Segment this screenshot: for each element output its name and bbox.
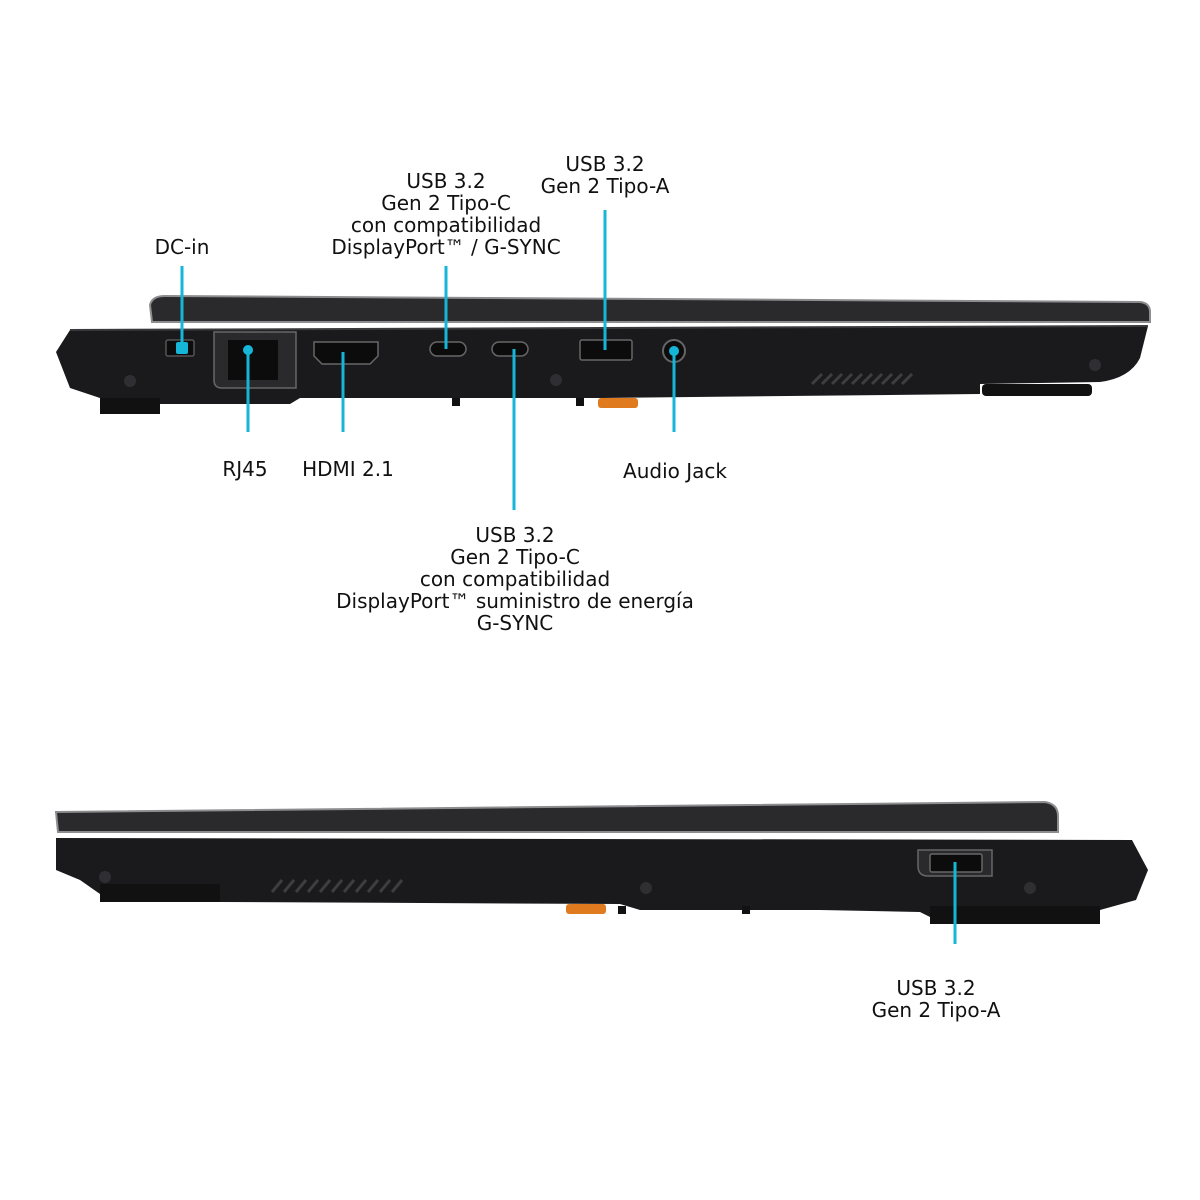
label-line: DisplayPort™ / G-SYNC <box>331 235 561 259</box>
label-line: USB 3.2 <box>896 976 976 1000</box>
label-line: DisplayPort™ suministro de energía <box>336 589 694 613</box>
label-line: con compatibilidad <box>350 213 542 237</box>
lid <box>54 800 1059 833</box>
screw <box>550 374 562 386</box>
label-line: RJ45 <box>222 457 268 481</box>
label-line: G-SYNC <box>476 611 554 635</box>
label-line: Gen 2 Tipo-C <box>381 191 511 215</box>
label-line: Gen 2 Tipo-A <box>871 998 1001 1022</box>
label-line: USB 3.2 <box>406 169 486 193</box>
screw <box>124 375 136 387</box>
foot-peg-1 <box>618 906 626 914</box>
screw <box>640 882 652 894</box>
foot-right <box>982 384 1092 396</box>
label-line: USB 3.2 <box>475 523 555 547</box>
foot-left <box>100 398 160 414</box>
callout-lines <box>176 210 679 510</box>
foot-left <box>100 884 220 902</box>
label-line: Gen 2 Tipo-A <box>540 174 670 198</box>
usb-c-port-1 <box>429 341 467 357</box>
label-audio-jack: Audio Jack <box>605 460 745 482</box>
rj45-socket <box>228 340 278 380</box>
hinge-accent <box>566 904 606 914</box>
chassis <box>56 838 1148 922</box>
label-hdmi: HDMI 2.1 <box>288 458 408 480</box>
foot-peg-2 <box>576 398 584 406</box>
vent <box>810 372 914 386</box>
label-line: HDMI 2.1 <box>302 457 394 481</box>
screw <box>1024 882 1036 894</box>
screw <box>1089 359 1101 371</box>
vent <box>270 879 404 893</box>
screw <box>99 871 111 883</box>
label-line: Audio Jack <box>623 459 727 483</box>
lid <box>148 294 1151 323</box>
label-line: DC-in <box>154 235 210 259</box>
label-dc-in: DC-in <box>132 236 232 258</box>
hinge-accent <box>598 398 638 408</box>
hdmi-port <box>313 341 379 365</box>
foot-peg-2 <box>742 906 750 914</box>
label-rj45: RJ45 <box>195 458 295 480</box>
foot-peg-1 <box>452 398 460 406</box>
label-line: con compatibilidad <box>419 567 611 591</box>
chassis-top-edge <box>69 325 1149 331</box>
label-line: USB 3.2 <box>565 152 645 176</box>
usb-c-port-2 <box>491 341 529 357</box>
label-line: Gen 2 Tipo-C <box>450 545 580 569</box>
foot-right <box>930 906 1100 924</box>
